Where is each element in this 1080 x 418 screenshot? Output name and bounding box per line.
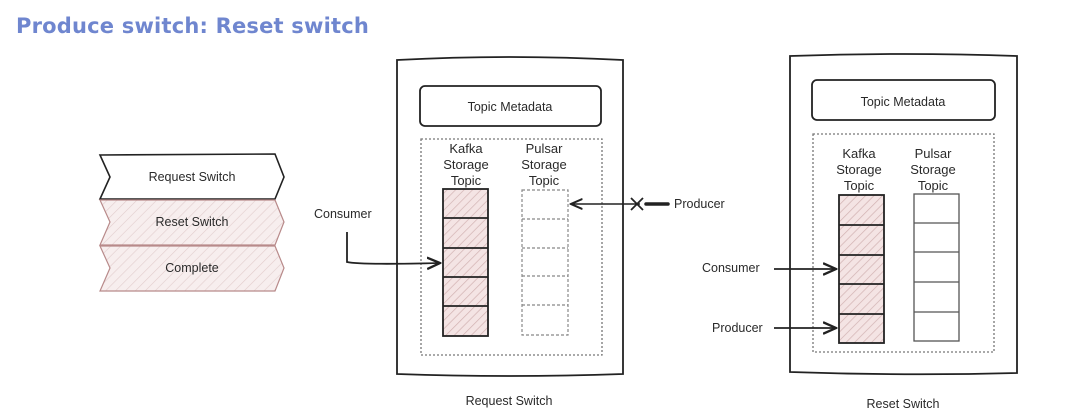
step-label: Complete: [165, 261, 219, 275]
consumer-arrow: [346, 232, 440, 264]
panel-request-switch: Topic Metadata Kafka Storage Topic Pulsa…: [314, 56, 725, 408]
pulsar-label-line: Topic: [529, 173, 560, 188]
consumer-label: Consumer: [702, 261, 760, 275]
pulsar-label-line: Topic: [918, 178, 949, 193]
topic-metadata-label: Topic Metadata: [468, 100, 553, 114]
panel-reset-switch: Topic Metadata Kafka Storage Topic Pulsa…: [702, 53, 1018, 411]
kafka-storage-topic: [838, 194, 885, 344]
topic-metadata-box: [419, 85, 602, 127]
kafka-label-line: Topic: [844, 178, 875, 193]
storage-group: [420, 138, 603, 356]
consumer-label: Consumer: [314, 207, 372, 221]
kafka-label-line: Storage: [836, 162, 882, 177]
panel-caption: Request Switch: [466, 394, 553, 408]
step-reset-switch: Reset Switch: [99, 199, 285, 246]
topic-metadata-label: Topic Metadata: [861, 95, 946, 109]
producer-label: Producer: [674, 197, 725, 211]
step-list: Request Switch Reset Switch Complete: [98, 153, 285, 292]
pulsar-label-line: Pulsar: [526, 141, 564, 156]
pulsar-label-line: Storage: [521, 157, 567, 172]
kafka-storage-topic: [442, 188, 489, 337]
step-request-switch: Request Switch: [98, 153, 285, 200]
topic-metadata-box: [811, 79, 996, 121]
producer-label: Producer: [712, 321, 763, 335]
pulsar-storage-topic: [913, 193, 960, 342]
page-title: Produce switch: Reset switch: [16, 14, 370, 38]
pulsar-label-line: Storage: [910, 162, 956, 177]
step-complete: Complete: [99, 245, 285, 292]
step-label: Request Switch: [149, 170, 236, 184]
pulsar-label-line: Pulsar: [915, 146, 953, 161]
kafka-label-line: Topic: [451, 173, 482, 188]
panel-caption: Reset Switch: [867, 397, 940, 411]
step-label: Reset Switch: [156, 215, 229, 229]
blocked-x-icon: [630, 197, 644, 211]
kafka-label-line: Storage: [443, 157, 489, 172]
panel-frame: [789, 53, 1018, 376]
storage-group: [812, 133, 995, 353]
kafka-label-line: Kafka: [449, 141, 483, 156]
panel-frame: [396, 56, 624, 377]
kafka-label-line: Kafka: [842, 146, 876, 161]
pulsar-storage-topic: [521, 189, 569, 336]
